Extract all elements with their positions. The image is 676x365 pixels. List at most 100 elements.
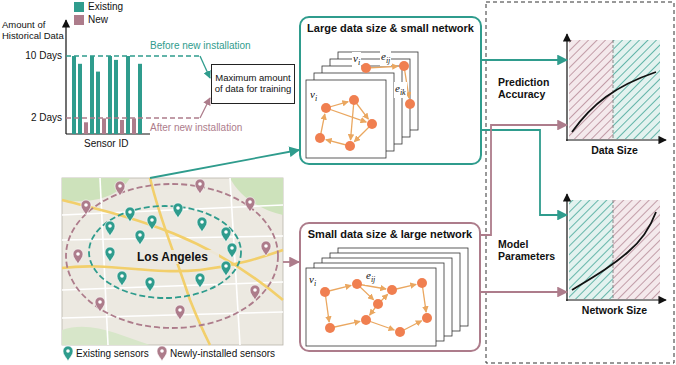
node-title: Small data size & large network <box>306 228 474 240</box>
pin-body <box>117 271 127 286</box>
note-box: Maximum amount of data for training <box>211 64 295 104</box>
axis-title: Amount of Historical Data <box>2 20 64 42</box>
region-existing <box>569 200 613 299</box>
accuracy-plot <box>566 34 666 141</box>
edge-label: eik <box>394 82 407 98</box>
bars <box>72 56 142 134</box>
connector-arrow <box>150 150 299 178</box>
subscript: i <box>358 58 360 67</box>
pin-dot <box>76 252 80 256</box>
sensor-pin <box>73 249 83 264</box>
graph-edge <box>326 108 366 122</box>
graph-vertex <box>373 299 383 309</box>
connector-arrow <box>481 291 567 293</box>
pin-body <box>147 215 157 230</box>
level-label: 2 Days <box>14 112 62 124</box>
sensor-pin <box>195 179 205 194</box>
pin-dot <box>176 206 180 210</box>
pin-dot <box>120 274 124 278</box>
node-subtitle: Data Size <box>567 144 662 156</box>
graph-vertex <box>367 119 377 129</box>
pin-dot <box>224 264 228 268</box>
graph-vertex <box>321 103 331 113</box>
pin-dot <box>98 300 102 304</box>
pin-body <box>73 249 83 264</box>
pin-body <box>245 197 255 212</box>
region-new <box>569 40 613 139</box>
pin-body <box>115 181 125 196</box>
map-illustration <box>62 178 283 361</box>
data-bar <box>78 64 82 134</box>
node-title: Prediction Accuracy <box>498 76 562 100</box>
pin-body <box>95 297 105 312</box>
connector-arrow <box>482 130 567 215</box>
sensor-pin <box>261 241 271 256</box>
subscript: ij <box>386 56 390 65</box>
pin-dot <box>108 224 112 228</box>
graph-vertex <box>320 287 330 297</box>
data-bar <box>126 56 130 134</box>
streets <box>62 178 283 345</box>
legend-entry: Newly-installed sensors <box>170 348 275 360</box>
expanded-area <box>66 184 278 328</box>
subscript: ik <box>400 88 406 97</box>
graph-stack-box: Large data size & small network <box>299 16 482 165</box>
connector-arrow <box>283 261 299 263</box>
plot-area: Model ParametersNetwork Size <box>567 200 662 300</box>
plot-area: Prediction AccuracyData Size <box>567 40 662 140</box>
data-bar <box>132 118 136 134</box>
pin-dot <box>253 288 257 292</box>
region-new <box>613 200 660 299</box>
pin-body <box>221 261 231 276</box>
graph-card <box>306 268 436 346</box>
graph-vertex <box>387 285 397 295</box>
vertex-label: vi <box>352 52 361 68</box>
sensor-pin <box>175 305 185 320</box>
legend-entry: Existing sensors <box>76 348 149 360</box>
pin-dot <box>150 218 154 222</box>
data-bar <box>96 72 100 134</box>
sensor-pin <box>125 207 135 222</box>
level-label: 10 Days <box>14 50 62 62</box>
sensor-pin <box>245 197 255 212</box>
data-bar <box>90 56 94 134</box>
graph-vertex <box>361 315 371 325</box>
pin-body <box>81 200 91 215</box>
map-ground <box>62 178 283 345</box>
sensor-pin <box>250 285 260 300</box>
pin-dot <box>224 230 228 234</box>
graph-vertex <box>345 141 355 151</box>
sensor-pin <box>117 271 127 286</box>
pin-dot <box>66 349 70 353</box>
pin-dot <box>230 246 234 250</box>
edge-label: eij <box>380 50 391 66</box>
annotation: Before new installation <box>150 40 251 52</box>
data-bar <box>108 56 112 134</box>
sensor-pin <box>105 221 115 236</box>
pin-dot <box>160 349 164 353</box>
legend-text: Existing <box>88 1 123 13</box>
pin-dot <box>264 244 268 248</box>
pin-body <box>105 247 115 262</box>
parameter-plot <box>566 194 666 301</box>
existing-area <box>89 206 241 298</box>
pin-body <box>105 221 115 236</box>
sensor-pin <box>135 230 145 245</box>
annotation: After new installation <box>150 122 242 134</box>
trend-curve <box>572 212 656 290</box>
divider <box>613 40 614 139</box>
sensor-pin <box>227 243 237 258</box>
graph-vertex <box>422 313 432 323</box>
pin-body <box>175 305 185 320</box>
data-bar <box>72 56 76 134</box>
park <box>62 327 150 345</box>
y-axis <box>566 194 567 301</box>
pin-dot <box>128 210 132 214</box>
legend-text: Existing sensors <box>76 348 149 360</box>
symbol: v <box>353 52 358 64</box>
sensor-pin <box>115 181 125 196</box>
connector-arrow <box>481 125 567 235</box>
node-title: Los Angeles <box>135 250 219 264</box>
pin-body <box>145 277 155 292</box>
